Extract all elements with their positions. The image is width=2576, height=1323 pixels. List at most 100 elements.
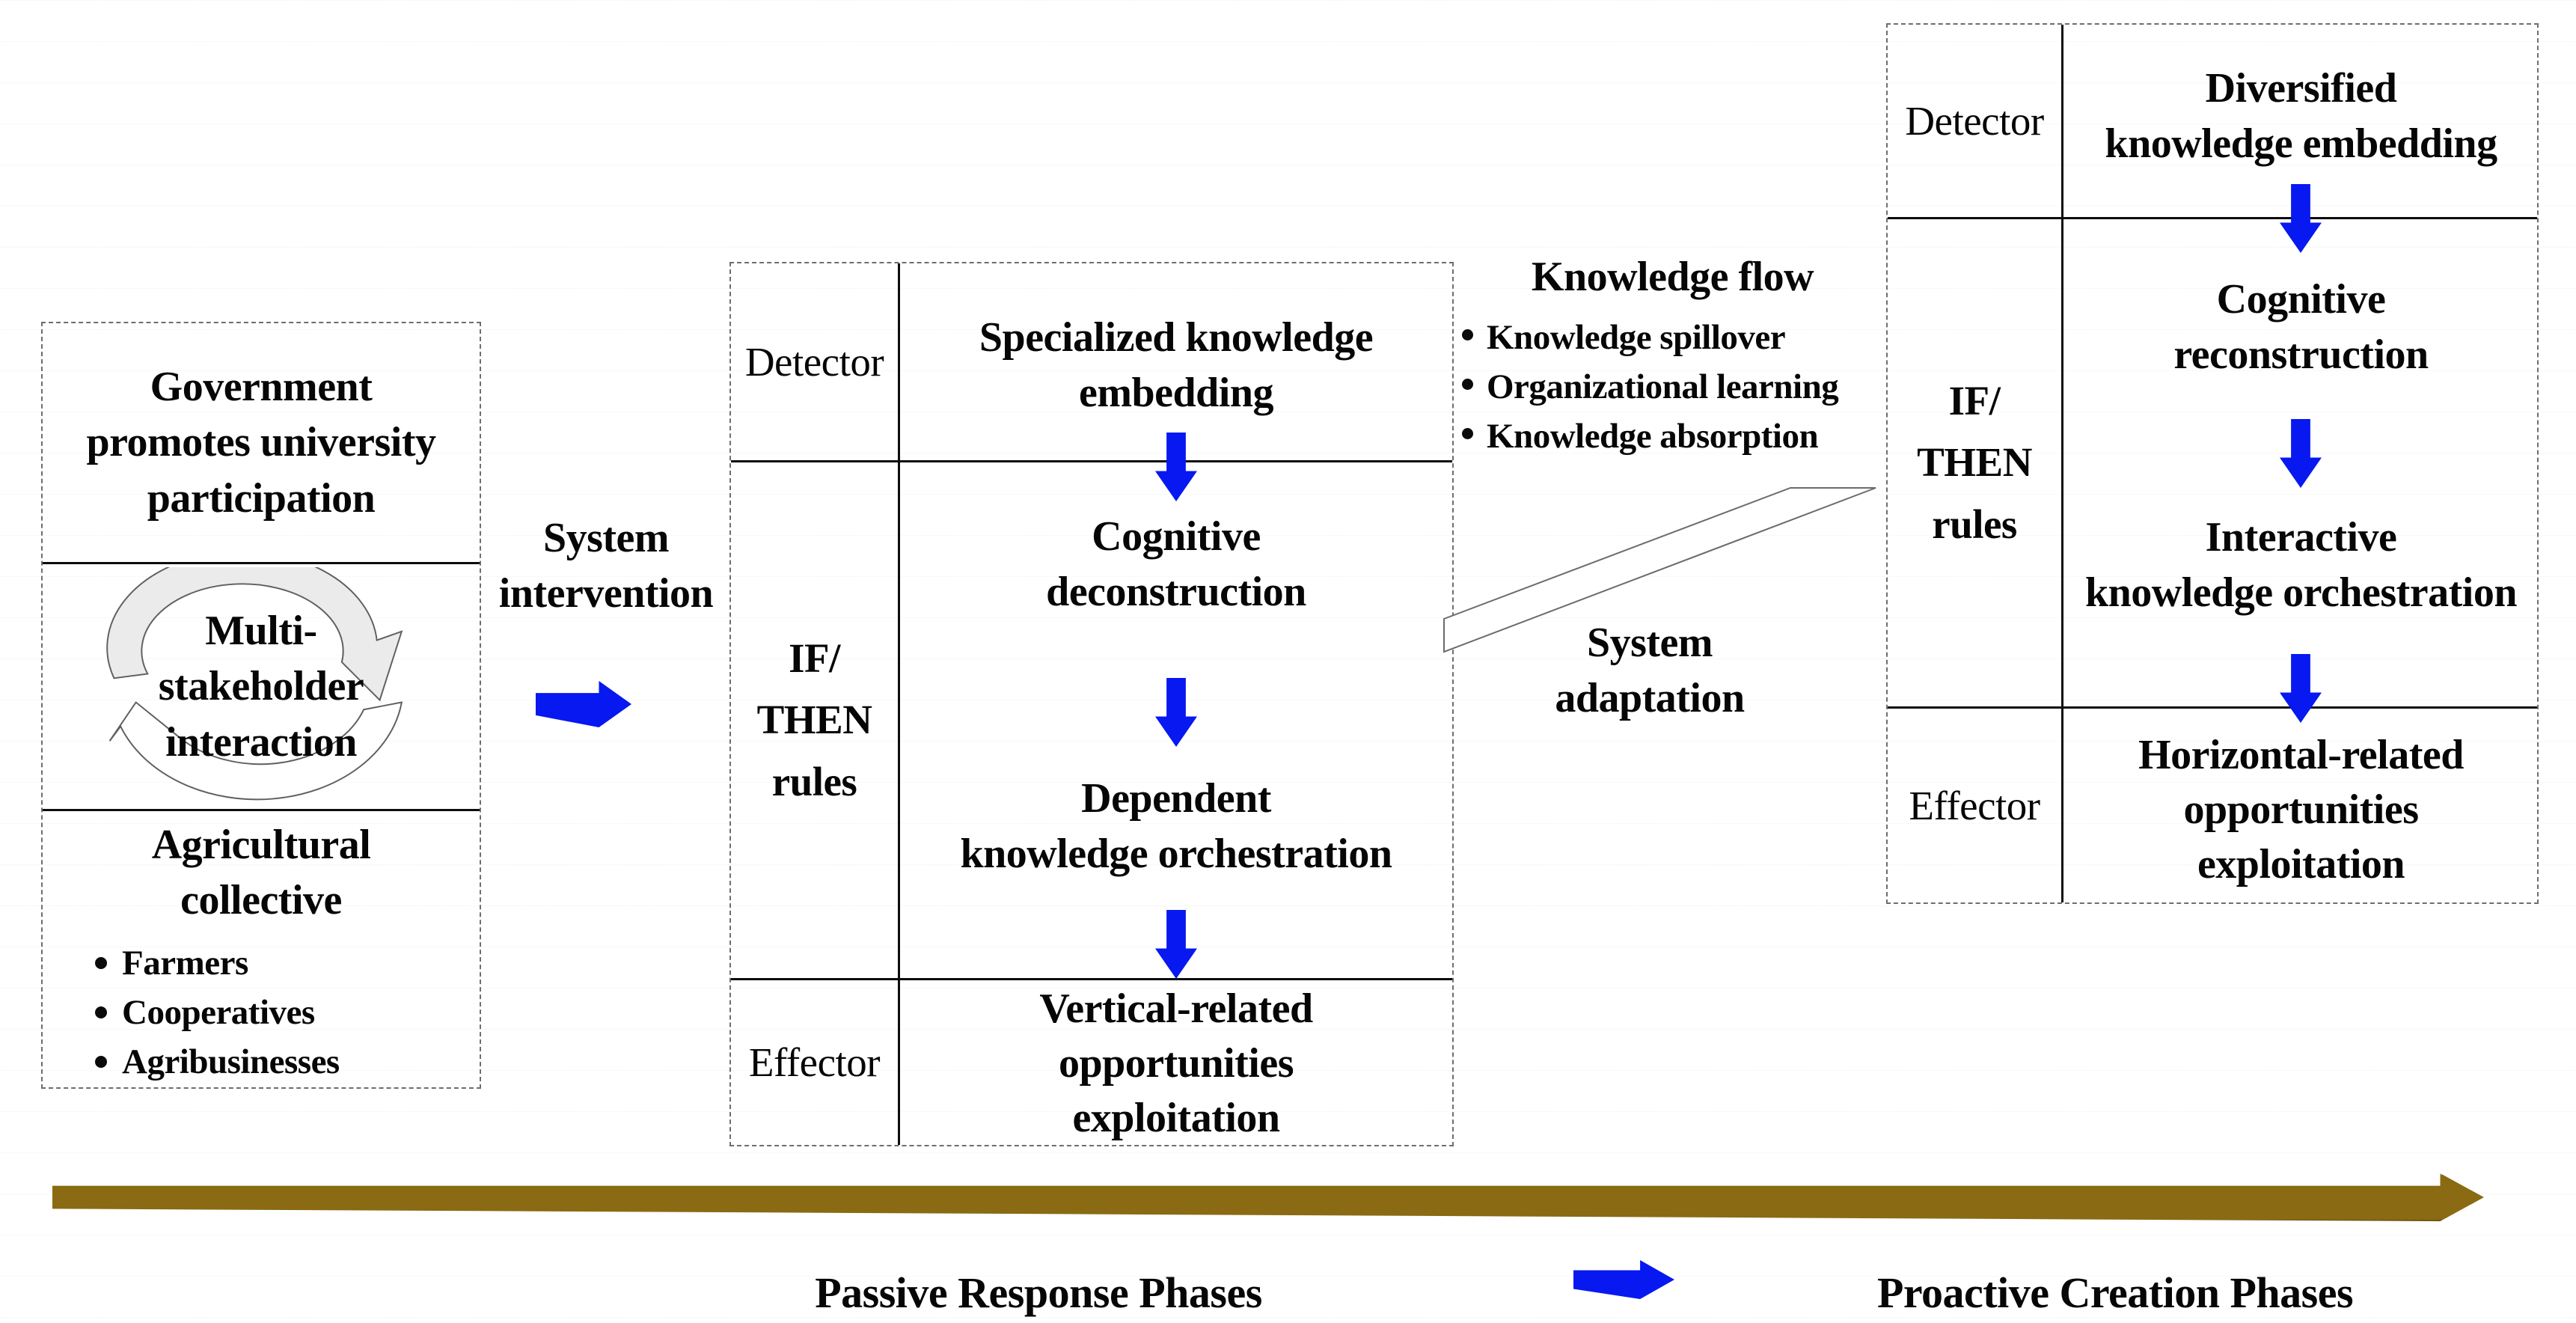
content-line: knowledge embedding [2105, 120, 2497, 168]
detector-label-text: Detector [1905, 97, 2044, 144]
proactive-creation-table: Detector IF/ THEN rules Effector Diversi… [1886, 23, 2539, 904]
multi-line-2: stakeholder [158, 663, 364, 710]
bullet-icon [1462, 379, 1473, 391]
content-line: embedding [1079, 370, 1274, 417]
cognitive-reconstruction: Cognitive reconstruction [2063, 272, 2539, 383]
down-arrow-icon [2280, 419, 2322, 488]
down-arrow-icon [1155, 678, 1197, 747]
list-item: Knowledge spillover [1462, 314, 1888, 363]
bullet-icon [95, 1055, 107, 1068]
bullet-icon [95, 1006, 107, 1018]
content-line: Cognitive [2216, 276, 2386, 323]
cognitive-deconstruction: Cognitive deconstruction [900, 509, 1452, 620]
ifthen-line-1: IF/ [1948, 377, 2001, 424]
effector-row-label: Effector [1888, 709, 2061, 903]
government-section: Government promotes university participa… [43, 323, 480, 564]
effector-row-label: Effector [731, 980, 898, 1145]
list-item-label: Farmers [122, 943, 248, 983]
detector-label-text: Detector [744, 338, 884, 385]
bullet-icon [95, 956, 107, 969]
content-line: knowledge orchestration [960, 831, 1393, 878]
content-line: opportunities [2183, 786, 2420, 833]
system-adaptation-line-2: adaptation [1555, 675, 1745, 722]
content-line: opportunities [1059, 1039, 1294, 1087]
proactive-creation-phases-label: Proactive Creation Phases [1876, 1268, 2354, 1317]
divider-line [731, 978, 1452, 980]
content-line: Interactive [2205, 514, 2397, 560]
collective-line-1: Agricultural [151, 822, 371, 868]
ifthen-line-3: rules [1932, 501, 2017, 547]
list-item-label: Agribusinesses [122, 1042, 340, 1081]
list-item-label: Organizational learning [1487, 367, 1839, 407]
content-line: reconstruction [2173, 331, 2429, 379]
multi-stakeholder-section: Multi- stakeholder interaction [43, 564, 480, 811]
passive-response-phases-label: Passive Response Phases [815, 1268, 1262, 1317]
list-item-label: Knowledge spillover [1487, 318, 1786, 358]
down-arrow-icon [1155, 910, 1197, 979]
divider-line [898, 263, 900, 1145]
knowledge-flow-title: Knowledge flow [1531, 254, 1814, 300]
down-arrow-icon [2280, 654, 2322, 723]
content-line: Dependent [1081, 775, 1271, 822]
content-line: exploitation [2197, 840, 2405, 887]
divider-line [2061, 25, 2063, 902]
interactive-knowledge-orchestration: Interactive knowledge orchestration [2063, 510, 2539, 621]
multi-stakeholder-text: Multi- stakeholder interaction [43, 564, 480, 809]
diversified-knowledge-embedding: Diversified knowledge embedding [2063, 61, 2539, 172]
detector-row-label: Detector [1888, 25, 2061, 217]
bullet-icon [1462, 428, 1473, 440]
system-adaptation-line-1: System [1586, 620, 1713, 666]
effector-label-text: Effector [1909, 783, 2040, 829]
content-line: Horizontal-related [2138, 732, 2464, 778]
list-item: Agribusinesses [95, 1038, 480, 1087]
government-line-1: Government [150, 363, 373, 410]
list-item: Cooperatives [95, 989, 480, 1038]
agricultural-collective-panel: Government promotes university participa… [41, 322, 481, 1089]
collective-line-2: collective [180, 877, 342, 924]
agricultural-collective-title: Agricultural collective [43, 811, 480, 929]
content-line: Vertical-related [1039, 986, 1313, 1032]
ifthen-line-1: IF/ [789, 635, 840, 681]
vertical-related-opportunities-exploitation: Vertical-related opportunities exploitat… [900, 982, 1452, 1145]
government-line-2: promotes university [86, 419, 437, 466]
divider-line [1888, 706, 2537, 709]
ifthen-line-2: THEN [1917, 439, 2032, 486]
multi-line-1: Multi- [205, 607, 317, 654]
system-intervention-line-1: System [542, 515, 670, 561]
detector-row-label: Detector [731, 263, 898, 460]
stakeholder-list: Farmers Cooperatives Agribusinesses [43, 939, 480, 1087]
agricultural-collective-section: Agricultural collective Farmers Cooperat… [43, 811, 480, 1087]
ifthen-row-label: IF/ THEN rules [731, 462, 898, 978]
horizontal-related-opportunities-exploitation: Horizontal-related opportunities exploit… [2063, 728, 2539, 891]
system-adaptation-label: System adaptation [1523, 615, 1777, 727]
ifthen-row-label: IF/ THEN rules [1888, 219, 2061, 706]
government-text: Government promotes university participa… [86, 359, 437, 526]
diagonal-ribbon-icon [1443, 487, 1876, 653]
content-line: exploitation [1072, 1094, 1280, 1141]
bullet-icon [1462, 329, 1473, 341]
system-intervention-line-2: intervention [498, 570, 714, 617]
government-line-3: participation [147, 474, 376, 522]
down-arrow-icon [1155, 433, 1197, 501]
right-arrow-icon [1573, 1260, 1674, 1299]
system-intervention-label: System intervention [483, 510, 729, 622]
list-item-label: Knowledge absorption [1487, 417, 1819, 456]
multi-line-3: interaction [165, 718, 357, 766]
specialized-knowledge-embedding: Specialized knowledge embedding [900, 310, 1452, 421]
right-arrow-icon [536, 681, 631, 727]
list-item: Knowledge absorption [1462, 412, 1888, 462]
timeline-arrow-icon [52, 1173, 2484, 1221]
content-line: deconstruction [1046, 569, 1306, 616]
list-item: Organizational learning [1462, 363, 1888, 412]
cycle-arrows-icon [106, 567, 403, 801]
list-item-label: Cooperatives [122, 992, 315, 1032]
ifthen-line-2: THEN [756, 697, 872, 743]
knowledge-flow-list: Knowledge spillover Organizational learn… [1457, 314, 1888, 461]
divider-line [731, 460, 1452, 462]
content-line: knowledge orchestration [2085, 569, 2518, 617]
content-line: Specialized knowledge [979, 314, 1374, 361]
effector-label-text: Effector [748, 1039, 881, 1086]
content-line: Diversified [2205, 65, 2397, 111]
passive-response-table: Detector IF/ THEN rules Effector Special… [729, 262, 1454, 1146]
